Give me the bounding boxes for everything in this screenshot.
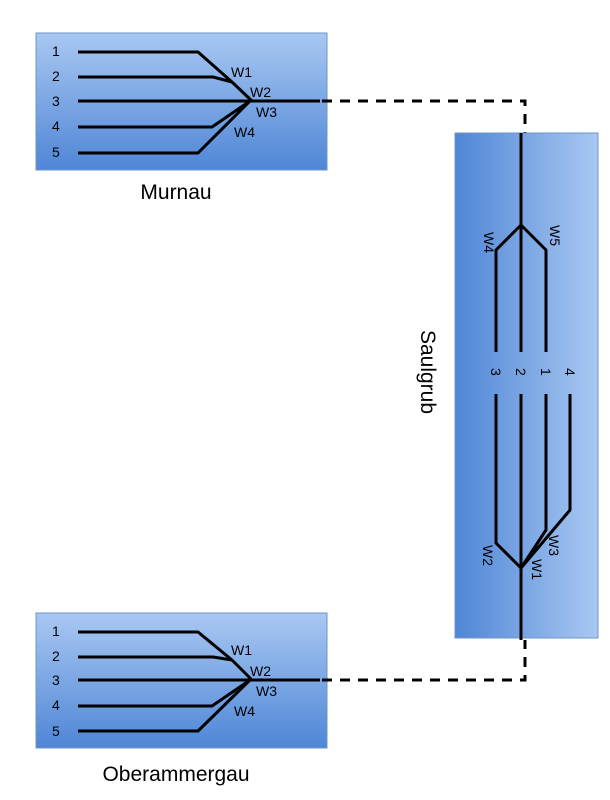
oberammergau-tracks	[78, 630, 320, 733]
saulgrub-label: Saulgrub	[416, 330, 439, 414]
saulgrub-track-1-upper	[519, 223, 548, 352]
oberammergau-track-label-2: 2	[52, 648, 60, 664]
murnau-track-label-3: 3	[52, 93, 60, 109]
saulgrub-track-label-1: 1	[538, 368, 554, 376]
murnau-w1-w2-link	[230, 80, 254, 103]
saulgrub-tracks	[494, 133, 572, 640]
murnau-track-5	[78, 99, 252, 155]
murnau-track-4	[78, 99, 251, 129]
oberammergau-track-label-3: 3	[52, 672, 60, 688]
saulgrub-switch-w4: W4	[481, 232, 497, 253]
saulgrub-track-label-4: 4	[562, 368, 578, 376]
saulgrub-track-label-3: 3	[488, 368, 504, 376]
murnau-switch-w1: W1	[231, 64, 252, 80]
oberammergau-track-1	[78, 630, 233, 662]
saulgrub-box	[454, 132, 599, 639]
murnau-track-label-4: 4	[52, 118, 60, 134]
saulgrub-track-4	[519, 394, 572, 569]
oberammergau-track-label-1: 1	[52, 623, 60, 639]
oberammergau-w1-w2-link	[230, 658, 254, 682]
station-oberammergau: 1 2 3 4 5 W1 W2 W3 W4 Oberammergau	[35, 612, 328, 786]
murnau-track-label-2: 2	[52, 68, 60, 84]
oberammergau-track-2	[78, 655, 233, 662]
oberammergau-track-4	[78, 678, 251, 708]
murnau-track-label-1: 1	[52, 43, 60, 59]
saulgrub-track-label-2: 2	[513, 368, 529, 376]
station-murnau: 1 2 3 4 5 W1 W2 W3 W4 Murnau	[35, 32, 328, 204]
oberammergau-track-5	[78, 678, 252, 733]
oberammergau-switch-w4: W4	[234, 703, 255, 719]
murnau-switch-w2: W2	[250, 84, 271, 100]
connection-murnau-saulgrub	[322, 99, 527, 133]
murnau-label: Murnau	[140, 181, 211, 204]
saulgrub-track-3-upper	[494, 223, 523, 352]
connection-oberammergau-saulgrub	[322, 640, 527, 682]
oberammergau-label: Oberammergau	[102, 763, 249, 786]
oberammergau-switch-w2: W2	[250, 663, 271, 679]
oberammergau-track-label-5: 5	[52, 723, 60, 739]
station-saulgrub: 3 2 1 4 W4 W5 W2 W3 W1 Saulgrub	[416, 132, 599, 640]
murnau-switch-w3: W3	[256, 104, 277, 120]
saulgrub-track-1-lower	[519, 394, 548, 569]
murnau-track-1	[78, 50, 233, 84]
oberammergau-switch-w3: W3	[256, 683, 277, 699]
oberammergau-switch-w1: W1	[231, 642, 252, 658]
murnau-tracks	[78, 50, 320, 155]
saulgrub-switch-w1: W1	[529, 559, 545, 580]
saulgrub-switch-w3: W3	[546, 535, 562, 556]
saulgrub-switch-w2: W2	[480, 545, 496, 566]
oberammergau-track-label-4: 4	[52, 697, 60, 713]
murnau-track-label-5: 5	[52, 144, 60, 160]
murnau-track-2	[78, 75, 233, 84]
saulgrub-track-3-lower	[494, 394, 523, 570]
saulgrub-switch-w5: W5	[547, 225, 563, 246]
murnau-switch-w4: W4	[234, 124, 255, 140]
